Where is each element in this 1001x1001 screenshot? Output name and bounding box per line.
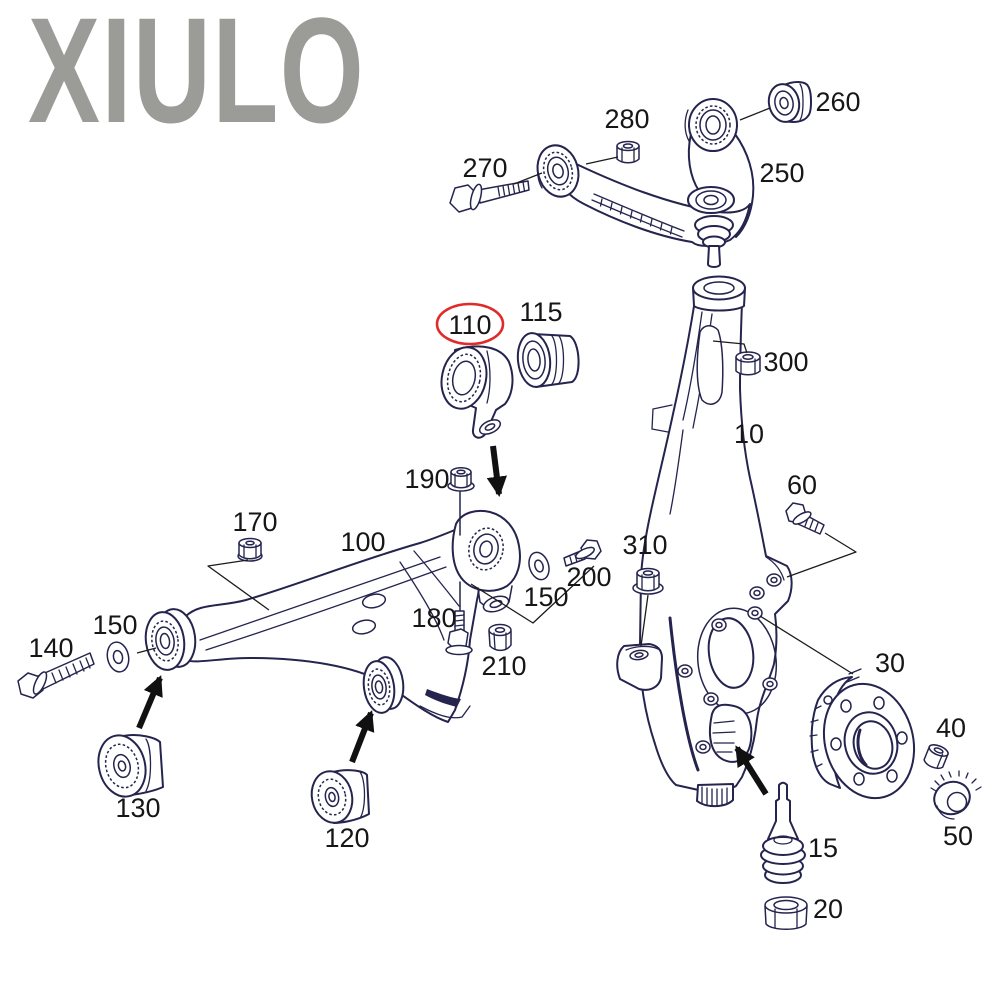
nut-190 — [447, 467, 475, 536]
part-label-260: 260 — [815, 87, 860, 117]
washer-150-left — [106, 641, 130, 673]
knuckle-bolt-holes — [677, 573, 782, 754]
part-label-30: 30 — [875, 648, 905, 678]
part-label-150-left: 150 — [92, 610, 137, 640]
part-label-180: 180 — [411, 603, 456, 633]
bolt-60 — [785, 502, 825, 535]
engine-mount-bracket-110 — [440, 345, 514, 439]
bolt-270 — [449, 180, 530, 213]
bolt-200 — [563, 539, 602, 567]
lower-control-arm — [144, 522, 481, 723]
part-label-150-mid: 150 — [523, 582, 568, 612]
arrow-110-into-arm — [486, 445, 507, 498]
part-label-310: 310 — [622, 530, 667, 560]
part-label-170: 170 — [232, 507, 277, 537]
bushing-115 — [516, 332, 580, 388]
arrow-120-into-arm — [349, 710, 375, 764]
bushing-260 — [767, 81, 812, 123]
locknut-50 — [930, 770, 982, 820]
ball-joint-15 — [760, 781, 806, 884]
nut-20 — [764, 896, 808, 930]
part-label-110: 110 — [448, 310, 491, 340]
part-label-190: 190 — [404, 464, 449, 494]
part-label-140: 140 — [28, 633, 73, 663]
part-label-40: 40 — [936, 713, 966, 743]
steering-knuckle — [616, 275, 793, 808]
lower-arm-front-mount — [451, 509, 521, 613]
arrow-15-into-knuckle — [734, 745, 769, 796]
bushing-120 — [310, 769, 370, 824]
washer-150-middle — [528, 551, 550, 581]
bolt-140 — [17, 652, 95, 699]
nut-170 — [237, 537, 263, 562]
part-label-130: 130 — [115, 793, 160, 823]
part-label-120: 120 — [324, 823, 369, 853]
part-label-270: 270 — [462, 153, 507, 183]
arrow-130-into-arm — [136, 675, 163, 730]
part-label-10: 10 — [734, 419, 764, 449]
part-label-15: 15 — [808, 833, 838, 863]
part-label-50: 50 — [943, 821, 973, 851]
part-label-250: 250 — [759, 158, 804, 188]
nut-210 — [488, 623, 512, 652]
part-label-20: 20 — [813, 894, 843, 924]
upper-control-arm — [536, 98, 755, 268]
nut-280 — [616, 140, 640, 164]
flange-nut-310 — [632, 567, 664, 595]
bolt-180 — [445, 581, 473, 656]
leader-lines — [136, 107, 857, 675]
nut-300 — [735, 351, 761, 376]
part-label-280: 280 — [604, 104, 649, 134]
part-label-60: 60 — [787, 470, 817, 500]
brand-watermark: XIULO — [28, 0, 365, 154]
bushing-130 — [97, 734, 164, 798]
part-label-300: 300 — [763, 347, 808, 377]
wheel-hub-30 — [809, 668, 916, 800]
install-arrows — [136, 445, 769, 796]
part-labels: 10 15 20 30 40 50 60 100 110 115 120 130… — [28, 87, 973, 924]
part-label-210: 210 — [481, 651, 526, 681]
highlight-circle-110 — [435, 302, 505, 346]
spacer-40 — [923, 744, 949, 770]
part-label-200: 200 — [566, 562, 611, 592]
part-label-100: 100 — [340, 527, 385, 557]
part-label-115: 115 — [519, 297, 562, 327]
